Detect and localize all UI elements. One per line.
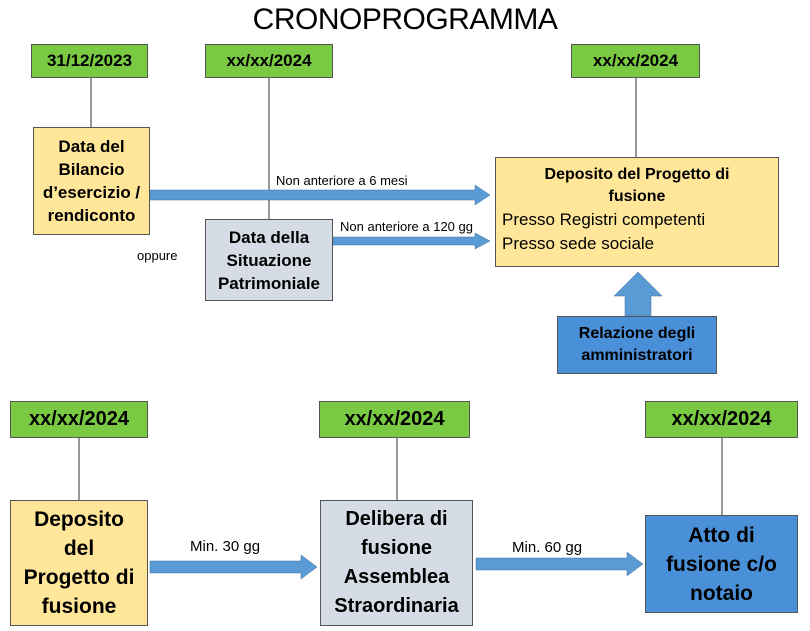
atto-fusione-box: Atto di fusione c/o notaio xyxy=(645,515,798,613)
deposito-title: Deposito del Progetto di fusione xyxy=(544,166,730,205)
date-badge-atto: xx/xx/2024 xyxy=(645,401,798,438)
date-badge-bilancio: 31/12/2023 xyxy=(31,44,148,78)
arrow-up-relazione xyxy=(613,271,663,317)
min-30-gg-label: Min. 30 gg xyxy=(190,538,261,555)
oppure-label: oppure xyxy=(137,248,178,263)
deposito-item-sede: Presso sede sociale xyxy=(502,234,655,253)
arrow-6-mesi-label: Non anteriore a 6 mesi xyxy=(276,173,408,188)
date-badge-situazione: xx/xx/2024 xyxy=(205,44,333,78)
date-badge-deposito: xx/xx/2024 xyxy=(571,44,700,78)
relazione-label: Relazione degli amministratori xyxy=(578,325,696,364)
situazione-label: Data della Situazione Patrimoniale xyxy=(217,227,321,293)
delibera-fusione-box: Delibera di fusione Assemblea Straordina… xyxy=(320,500,473,626)
situazione-patrimoniale-box: Data della Situazione Patrimoniale xyxy=(205,219,333,301)
deposito-progetto-box: Deposito del Progetto di fusione Presso … xyxy=(495,157,779,267)
date-badge-deposito-bottom: xx/xx/2024 xyxy=(10,401,148,438)
deposito-bottom-label: Deposito del Progetto di fusione xyxy=(23,508,135,618)
relazione-amministratori-box: Relazione degli amministratori xyxy=(557,316,717,374)
atto-label: Atto di fusione c/o notaio xyxy=(666,523,777,605)
page-title: CRONOPROGRAMMA xyxy=(252,3,558,36)
arrow-min-30-gg xyxy=(149,554,318,580)
arrow-120-gg-label: Non anteriore a 120 gg xyxy=(340,219,473,234)
arrow-120-gg xyxy=(332,232,491,250)
min-60-gg-label: Min. 60 gg xyxy=(512,539,583,556)
bilancio-box: Data del Bilancio d’esercizio / rendicon… xyxy=(33,127,150,235)
delibera-label: Delibera di fusione Assemblea Straordina… xyxy=(334,508,459,617)
arrow-6-mesi xyxy=(149,184,491,206)
date-badge-delibera: xx/xx/2024 xyxy=(319,401,470,438)
deposito-progetto-bottom-box: Deposito del Progetto di fusione xyxy=(10,500,148,626)
arrow-min-60-gg xyxy=(475,551,644,577)
bilancio-label: Data del Bilancio d’esercizio / rendicon… xyxy=(42,137,141,225)
deposito-item-registri: Presso Registri competenti xyxy=(502,210,706,229)
